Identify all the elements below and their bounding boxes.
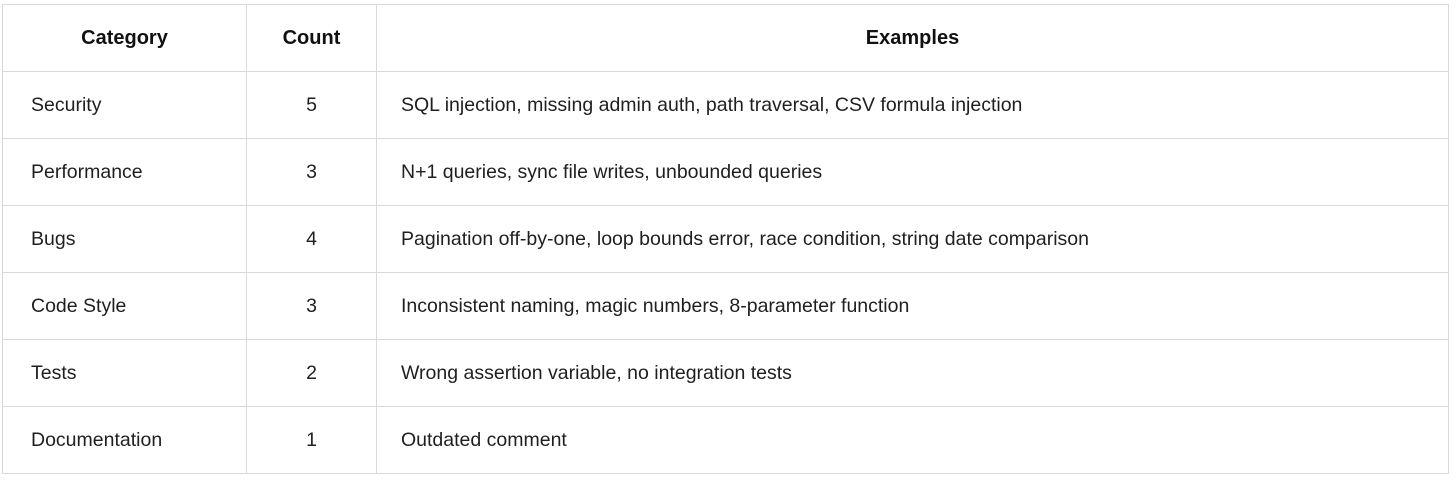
cell-count: 3: [246, 138, 377, 206]
table-row: Bugs 4 Pagination off-by-one, loop bound…: [2, 205, 1449, 273]
review-findings-table-container: Category Count Examples Security 5 SQL i…: [2, 4, 1449, 474]
table-row: Performance 3 N+1 queries, sync file wri…: [2, 138, 1449, 206]
cell-category: Performance: [2, 138, 247, 206]
table-row: Security 5 SQL injection, missing admin …: [2, 71, 1449, 139]
table-row: Code Style 3 Inconsistent naming, magic …: [2, 272, 1449, 340]
table-row: Documentation 1 Outdated comment: [2, 406, 1449, 474]
cell-count: 2: [246, 339, 377, 407]
cell-category: Tests: [2, 339, 247, 407]
table-body: Security 5 SQL injection, missing admin …: [2, 71, 1449, 474]
cell-examples: SQL injection, missing admin auth, path …: [376, 71, 1449, 139]
table-header-row: Category Count Examples: [2, 4, 1449, 72]
cell-count: 1: [246, 406, 377, 474]
cell-category: Security: [2, 71, 247, 139]
cell-count: 3: [246, 272, 377, 340]
cell-count: 4: [246, 205, 377, 273]
column-header-examples: Examples: [376, 4, 1449, 72]
cell-examples: Pagination off-by-one, loop bounds error…: [376, 205, 1449, 273]
column-header-count: Count: [246, 4, 377, 72]
cell-count: 5: [246, 71, 377, 139]
cell-category: Code Style: [2, 272, 247, 340]
cell-examples: Inconsistent naming, magic numbers, 8-pa…: [376, 272, 1449, 340]
cell-category: Bugs: [2, 205, 247, 273]
table-header: Category Count Examples: [2, 4, 1449, 72]
cell-examples: Wrong assertion variable, no integration…: [376, 339, 1449, 407]
table-row: Tests 2 Wrong assertion variable, no int…: [2, 339, 1449, 407]
cell-examples: N+1 queries, sync file writes, unbounded…: [376, 138, 1449, 206]
review-findings-table: Category Count Examples Security 5 SQL i…: [2, 4, 1449, 474]
cell-examples: Outdated comment: [376, 406, 1449, 474]
cell-category: Documentation: [2, 406, 247, 474]
column-header-category: Category: [2, 4, 247, 72]
